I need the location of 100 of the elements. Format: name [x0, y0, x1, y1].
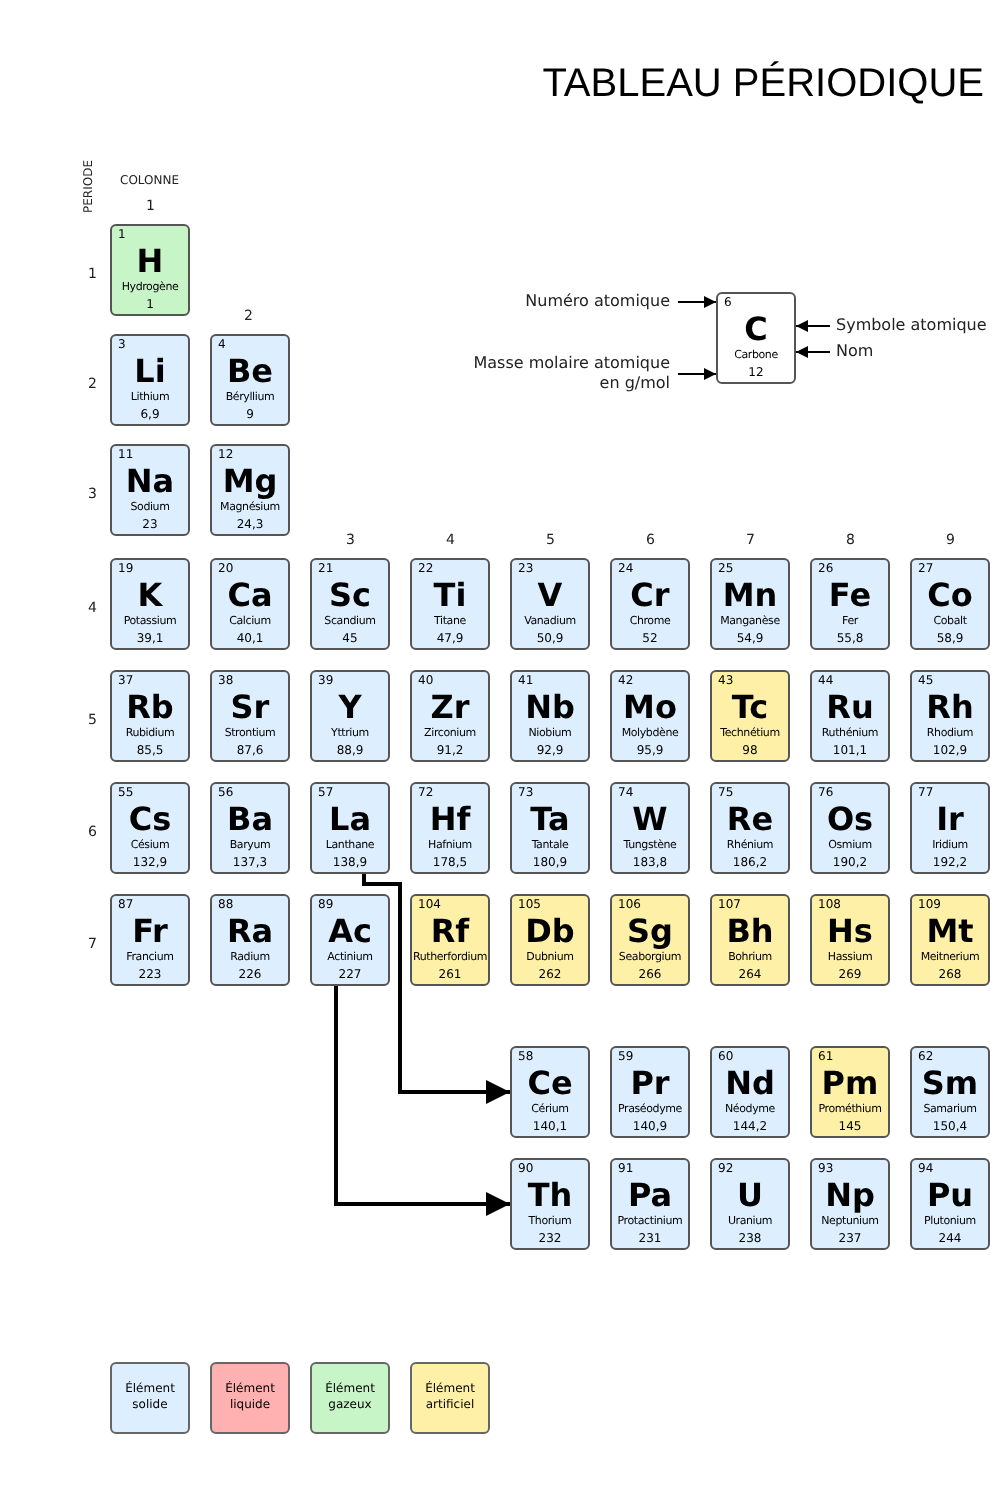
- element-symbol: Ca: [225, 578, 275, 614]
- element-tile: [710, 1046, 790, 1138]
- element-symbol: Ce: [525, 1066, 575, 1102]
- element-tile: [310, 782, 390, 874]
- element-symbol: Be: [224, 354, 276, 390]
- element-symbol: Mn: [720, 578, 780, 614]
- element-tile: [510, 558, 590, 650]
- element-symbol: Re: [724, 802, 776, 838]
- element-tile: [710, 894, 790, 986]
- element-tile: [810, 1158, 890, 1250]
- element-tile: [410, 670, 490, 762]
- leader-arrow: [795, 320, 831, 332]
- element-symbol: V: [535, 578, 565, 614]
- element-symbol: Pu: [924, 1178, 976, 1214]
- element-symbol: Sm: [919, 1066, 981, 1102]
- element-tile: [810, 782, 890, 874]
- element-symbol: Sg: [625, 914, 675, 950]
- element-tile: [410, 782, 490, 874]
- element-symbol: Bh: [724, 914, 776, 950]
- element-tile: [610, 670, 690, 762]
- element-symbol: Tc: [729, 690, 771, 726]
- element-tile: [510, 782, 590, 874]
- element-symbol: Ta: [528, 802, 572, 838]
- element-symbol: Mo: [621, 690, 679, 726]
- element-symbol: Rf: [428, 914, 472, 950]
- element-tile: [910, 1158, 990, 1250]
- element-tile: [910, 558, 990, 650]
- element-symbol: Ru: [824, 690, 876, 726]
- element-tile: [110, 894, 190, 986]
- element-symbol: Ba: [225, 802, 275, 838]
- annotation-label: Nom: [836, 342, 874, 362]
- element-symbol: Pa: [625, 1178, 675, 1214]
- element-symbol: Pm: [819, 1066, 881, 1102]
- connector-arrow: [334, 986, 510, 1216]
- element-symbol: Y: [336, 690, 364, 726]
- element-tile: [810, 670, 890, 762]
- element-tile: [110, 782, 190, 874]
- element-symbol: C: [742, 312, 770, 348]
- element-tile: [210, 782, 290, 874]
- element-symbol: Cs: [126, 802, 174, 838]
- element-tile: [110, 444, 190, 536]
- element-symbol: Hs: [825, 914, 875, 950]
- leader-arrow: [677, 368, 717, 380]
- element-tile: [710, 1158, 790, 1250]
- element-tile: [410, 558, 490, 650]
- element-symbol: Db: [523, 914, 577, 950]
- element-symbol: Os: [824, 802, 876, 838]
- element-symbol: Cr: [628, 578, 672, 614]
- element-tile: [510, 670, 590, 762]
- element-symbol: Li: [132, 354, 168, 390]
- annotation-label: Masse molaire atomique en g/mol: [460, 354, 670, 394]
- element-symbol: Na: [123, 464, 177, 500]
- leader-arrow: [677, 296, 717, 308]
- element-symbol: Mt: [924, 914, 976, 950]
- element-symbol: La: [327, 802, 373, 838]
- element-tile: [210, 334, 290, 426]
- element-symbol: Zr: [428, 690, 472, 726]
- element-symbol: Ra: [224, 914, 276, 950]
- element-tile: [710, 558, 790, 650]
- element-tile: [716, 292, 796, 384]
- element-symbol: Hf: [427, 802, 473, 838]
- element-tile: [210, 670, 290, 762]
- connector-arrow: [362, 874, 510, 1104]
- element-symbol: W: [630, 802, 670, 838]
- element-symbol: Mg: [220, 464, 280, 500]
- element-tile: [610, 782, 690, 874]
- element-tile: [210, 894, 290, 986]
- element-symbol: Fr: [130, 914, 170, 950]
- element-symbol: Sc: [326, 578, 373, 614]
- element-tile: [510, 894, 590, 986]
- element-symbol: Ti: [431, 578, 469, 614]
- element-tile: [610, 1158, 690, 1250]
- element-symbol: Co: [925, 578, 975, 614]
- element-tile: [910, 894, 990, 986]
- element-symbol: Sr: [228, 690, 272, 726]
- element-symbol: Nd: [723, 1066, 777, 1102]
- element-tile: [610, 558, 690, 650]
- element-tile: [110, 334, 190, 426]
- element-symbol: K: [135, 578, 165, 614]
- element-tile: [110, 670, 190, 762]
- element-tile: [910, 670, 990, 762]
- element-tile: [810, 894, 890, 986]
- element-tile: [410, 894, 490, 986]
- element-symbol: Ac: [326, 914, 374, 950]
- element-symbol: Th: [525, 1178, 575, 1214]
- element-tile: [810, 1046, 890, 1138]
- element-symbol: Rh: [924, 690, 976, 726]
- element-tile: [310, 670, 390, 762]
- element-symbol: Fe: [826, 578, 874, 614]
- element-tile: [710, 782, 790, 874]
- element-symbol: Ir: [934, 802, 966, 838]
- element-tile: [210, 444, 290, 536]
- element-tile: [110, 558, 190, 650]
- leader-arrow: [795, 346, 831, 358]
- element-tile: [910, 1046, 990, 1138]
- element-tile: [710, 670, 790, 762]
- element-tile: [610, 894, 690, 986]
- element-tile: [610, 1046, 690, 1138]
- element-tile: [510, 1158, 590, 1250]
- element-tile: [910, 782, 990, 874]
